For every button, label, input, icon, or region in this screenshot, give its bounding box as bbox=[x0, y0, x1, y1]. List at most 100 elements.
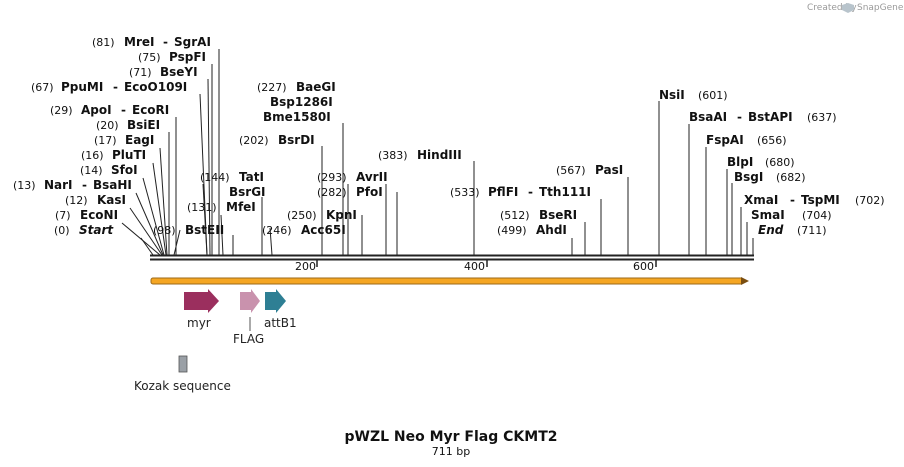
feature-label-kozak: Kozak sequence bbox=[134, 379, 231, 393]
site-name: EagI bbox=[125, 133, 154, 147]
site-name: AhdI bbox=[536, 223, 567, 237]
site-name2: EcoO109I bbox=[124, 80, 187, 94]
site-pos: (293) bbox=[317, 171, 347, 184]
site-pos: (711) bbox=[797, 224, 827, 237]
site-name2: SgrAI bbox=[174, 35, 211, 49]
site-name: TatI bbox=[239, 170, 264, 184]
site-name: BsiEI bbox=[127, 118, 160, 132]
flag-feature-arrow bbox=[240, 289, 260, 313]
site-pos: (17) bbox=[94, 134, 117, 147]
restriction-sites: (81) MreI - SgrAI (75) PspFI (71) BseYI … bbox=[13, 35, 885, 237]
ruler-tick-label: 200 bbox=[295, 260, 316, 273]
credit-prefix: Created by bbox=[807, 3, 857, 13]
site-pos: (75) bbox=[138, 51, 161, 64]
site-name: KpnI bbox=[326, 208, 357, 222]
site-name2: TspMI bbox=[801, 193, 840, 207]
site-name: PspFI bbox=[169, 50, 206, 64]
feature-label-myr: myr bbox=[187, 316, 211, 330]
site-name: ApoI bbox=[81, 103, 112, 117]
site-pos: (383) bbox=[378, 149, 408, 162]
snapgene-logo-icon bbox=[842, 3, 854, 13]
site-name: PflFI bbox=[488, 185, 518, 199]
myr-feature-arrow bbox=[184, 289, 219, 313]
site-pos: (499) bbox=[497, 224, 527, 237]
site-pos: (20) bbox=[96, 119, 119, 132]
site-pos: (29) bbox=[50, 104, 73, 117]
site-name: Start bbox=[79, 223, 114, 237]
site-pos: (567) bbox=[556, 164, 586, 177]
site-name2: EcoRI bbox=[132, 103, 169, 117]
site-name: Bme1580I bbox=[263, 110, 331, 124]
site-sep: - bbox=[82, 178, 87, 192]
site-name: PasI bbox=[595, 163, 623, 177]
site-pos: (81) bbox=[92, 36, 115, 49]
site-name: HindIII bbox=[417, 148, 462, 162]
site-sep: - bbox=[528, 185, 533, 199]
site-name: EcoNI bbox=[80, 208, 118, 222]
features: myr FLAG attB1 Kozak sequence bbox=[134, 289, 297, 393]
site-pos: (656) bbox=[757, 134, 787, 147]
site-name: NsiI bbox=[659, 88, 685, 102]
site-pos: (282) bbox=[317, 186, 347, 199]
site-pos: (202) bbox=[239, 134, 269, 147]
site-name: End bbox=[758, 223, 784, 237]
site-pos: (7) bbox=[55, 209, 71, 222]
site-name2: BsaHI bbox=[93, 178, 132, 192]
site-name: BsrGI bbox=[229, 185, 266, 199]
site-pos: (601) bbox=[698, 89, 728, 102]
feature-label-flag: FLAG bbox=[233, 332, 264, 346]
site-pos: (144) bbox=[200, 171, 230, 184]
site-pos: (250) bbox=[287, 209, 317, 222]
site-sep: - bbox=[790, 193, 795, 207]
ruler-tick-label: 600 bbox=[633, 260, 654, 273]
site-name: BsrDI bbox=[278, 133, 315, 147]
site-name: SfoI bbox=[111, 163, 138, 177]
site-pos: (704) bbox=[802, 209, 832, 222]
site-leader-lines bbox=[121, 49, 754, 256]
site-name: BstEII bbox=[185, 223, 224, 237]
map-title: pWZL Neo Myr Flag CKMT2 bbox=[344, 429, 557, 445]
site-pos: (533) bbox=[450, 186, 480, 199]
site-name2: Tth111I bbox=[539, 185, 591, 199]
kozak-feature-box bbox=[178, 355, 188, 373]
credit-brand: SnapGene bbox=[857, 3, 904, 13]
site-name: BsaAI bbox=[689, 110, 727, 124]
orf-arrow bbox=[150, 277, 749, 285]
site-pos: (227) bbox=[257, 81, 287, 94]
site-name: BsgI bbox=[734, 170, 763, 184]
site-name: Acc65I bbox=[301, 223, 346, 237]
site-name: BlpI bbox=[727, 155, 753, 169]
site-pos: (246) bbox=[262, 224, 292, 237]
site-sep: - bbox=[737, 110, 742, 124]
site-name: MfeI bbox=[226, 200, 256, 214]
site-pos: (680) bbox=[765, 156, 795, 169]
site-name: AvrII bbox=[356, 170, 388, 184]
attb1-feature-arrow bbox=[265, 289, 286, 313]
site-name: PluTI bbox=[112, 148, 146, 162]
site-name: BseYI bbox=[160, 65, 198, 79]
site-name: MreI bbox=[124, 35, 154, 49]
site-pos: (131) bbox=[187, 201, 217, 214]
site-name: PpuMI bbox=[61, 80, 103, 94]
site-name: XmaI bbox=[744, 193, 778, 207]
site-pos: (702) bbox=[855, 194, 885, 207]
site-pos: (637) bbox=[807, 111, 837, 124]
site-sep: - bbox=[163, 35, 168, 49]
site-pos: (12) bbox=[65, 194, 88, 207]
site-pos: (682) bbox=[776, 171, 806, 184]
site-name: BseRI bbox=[539, 208, 577, 222]
site-pos: (16) bbox=[81, 149, 104, 162]
ruler-tick-label: 400 bbox=[464, 260, 485, 273]
site-pos: (14) bbox=[80, 164, 103, 177]
map-length: 711 bp bbox=[432, 445, 470, 458]
site-name2: BstAPI bbox=[748, 110, 793, 124]
site-pos: (512) bbox=[500, 209, 530, 222]
site-pos: (71) bbox=[129, 66, 152, 79]
site-pos: (13) bbox=[13, 179, 36, 192]
site-name: KasI bbox=[97, 193, 126, 207]
site-name: FspAI bbox=[706, 133, 744, 147]
ruler: 200 400 600 bbox=[295, 259, 657, 273]
site-pos: (98) bbox=[153, 224, 176, 237]
site-name: Bsp1286I bbox=[270, 95, 333, 109]
